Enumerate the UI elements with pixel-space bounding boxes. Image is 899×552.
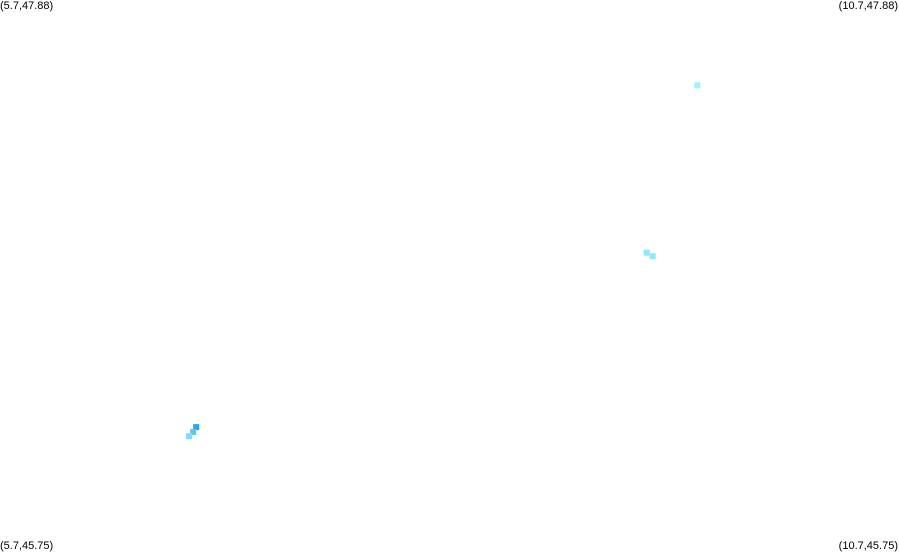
map-point-1 xyxy=(694,82,701,89)
corner-label-top-right: (10.7,47.88) xyxy=(838,0,898,12)
corner-label-bottom-right: (10.7,45.75) xyxy=(838,540,898,552)
corner-label-bottom-left: (5.7,45.75) xyxy=(0,540,54,552)
map-point-3 xyxy=(649,253,656,260)
map-point-2 xyxy=(643,249,650,256)
map-point-6 xyxy=(186,433,193,440)
map-point-5 xyxy=(190,429,197,435)
map-point-4 xyxy=(193,424,200,431)
corner-label-top-left: (5.7,47.88) xyxy=(0,0,54,12)
